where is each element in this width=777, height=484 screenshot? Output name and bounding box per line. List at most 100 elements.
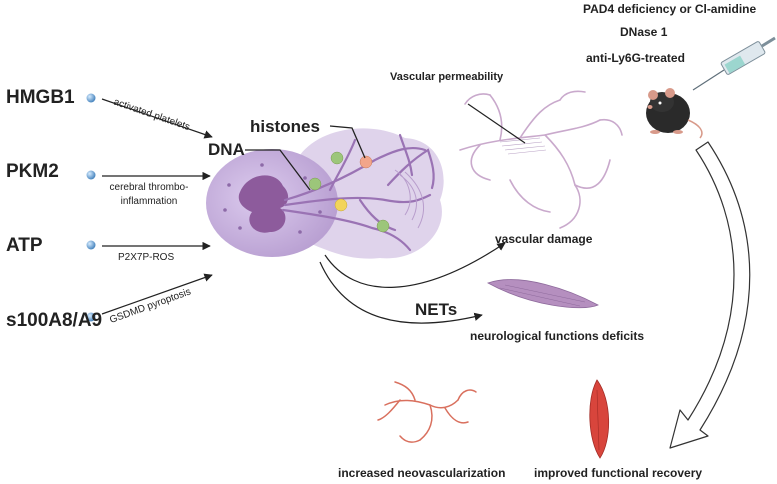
- striation: [499, 287, 581, 307]
- red-vessel-branch: [419, 404, 433, 441]
- vessel-branch: [574, 159, 611, 189]
- vessel-branch: [599, 118, 623, 136]
- mediator-dot-pkm2: [86, 170, 96, 180]
- mediator-label-hmgb1: HMGB1: [6, 87, 75, 108]
- vessel-branch: [470, 144, 491, 181]
- hatch: [507, 149, 547, 155]
- neovascularization-label: increased neovascularization: [338, 466, 506, 480]
- arrow-to-neuro-deficits: [319, 261, 483, 324]
- red-vessel-tree: [377, 381, 477, 443]
- mediator-dots: [86, 93, 96, 322]
- mouse-ear: [648, 90, 658, 100]
- red-vessel-branch: [399, 435, 421, 443]
- vessel-tree-permeability: [459, 90, 623, 229]
- granule: [303, 176, 307, 180]
- histones-label: histones: [250, 117, 320, 136]
- dna-fibers: [281, 133, 435, 252]
- striation: [504, 284, 586, 303]
- dna-fiber: [283, 193, 432, 207]
- red-vessel-branch: [457, 389, 477, 401]
- dna-fiber: [281, 208, 412, 252]
- granule: [223, 208, 227, 212]
- vessel-branch: [489, 94, 503, 141]
- mediator-dot-s100a8a9: [86, 312, 96, 322]
- mouse-ear: [665, 88, 675, 98]
- arrow-hmgb1: [101, 98, 213, 139]
- granules: [223, 163, 322, 234]
- mouse-foot: [650, 130, 660, 134]
- mouse-eye: [658, 101, 662, 105]
- treatment-label-anti-ly6g: anti-Ly6G-treated: [586, 51, 685, 65]
- syringe-barrel: [720, 41, 766, 75]
- dna-fiber: [328, 138, 357, 192]
- hatch: [504, 145, 546, 151]
- nucleus: [238, 175, 289, 233]
- vessel-branch: [509, 179, 551, 213]
- histone-beads: [308, 151, 390, 233]
- treatment-label-dnase: DNase 1: [620, 25, 668, 39]
- pathway-label-atp: P2X7P-ROS: [118, 252, 175, 263]
- dna-fiber: [358, 198, 397, 232]
- histone-bead: [330, 151, 344, 165]
- arrow-s100a8a9: [101, 273, 213, 315]
- dna-callout: [245, 149, 311, 191]
- leak-hatch: [499, 137, 547, 155]
- mouse-nose: [647, 105, 653, 109]
- vascular-damage-label: vascular damage: [495, 232, 593, 246]
- mediator-dot-hmgb1: [86, 93, 96, 103]
- net-fibril-tuft: [394, 169, 425, 229]
- neuro-deficits-label: neurological functions deficits: [470, 329, 645, 343]
- vessel-branch: [519, 99, 561, 139]
- dna-label: DNA: [208, 140, 245, 159]
- dna-fiber: [283, 146, 427, 202]
- red-vessel-branch: [444, 407, 469, 424]
- histone-bead-highlight: [359, 155, 373, 169]
- hatch: [501, 141, 543, 147]
- dna-fiber: [398, 133, 414, 177]
- muscle-striations: [499, 284, 586, 307]
- histones-callout: [329, 125, 366, 159]
- histone-bead: [308, 177, 322, 191]
- arrow-to-vascular-damage: [324, 242, 506, 288]
- vessel-branch: [559, 90, 586, 101]
- dna-fiber: [386, 148, 435, 190]
- syringe-needle: [692, 69, 725, 91]
- mediator-label-s100a8a9: s100A8/A9: [6, 310, 103, 331]
- granule: [298, 230, 302, 234]
- muscle-spindle: [487, 279, 599, 309]
- vessel-branch: [544, 134, 576, 186]
- treatment-label-pad4: PAD4 deficiency or Cl-amidine: [583, 2, 757, 16]
- red-muscle: [589, 379, 610, 459]
- nets-label: NETs: [415, 300, 458, 319]
- mouse-foot: [673, 130, 683, 134]
- effect-arrows: [319, 242, 506, 324]
- mouse-tail: [687, 119, 703, 139]
- mouse-icon: [646, 88, 703, 139]
- vessel-branch: [559, 184, 581, 229]
- pathway-label-pkm2: cerebral thrombo-inflammation: [109, 182, 189, 207]
- mediator-label-pkm2: PKM2: [6, 161, 59, 182]
- mediator-label-atp: ATP: [6, 235, 43, 256]
- granule: [227, 183, 231, 187]
- mediator-dot-atp: [86, 240, 96, 250]
- histone-bead-yellow: [334, 198, 348, 212]
- syringe-icon: [692, 36, 776, 91]
- treatment-to-recovery-arrow: [669, 141, 751, 449]
- vascular-permeability-label: Vascular permeability: [390, 71, 504, 83]
- granule: [260, 163, 264, 167]
- granule: [318, 210, 322, 214]
- syringe-plunger: [761, 36, 776, 48]
- net-cell: [206, 128, 444, 259]
- syringe-fluid: [724, 55, 746, 74]
- permeability-callout: [467, 103, 526, 144]
- red-vessel-branch: [394, 381, 416, 401]
- mediator-arrows: [101, 98, 213, 315]
- granule: [238, 226, 242, 230]
- histone-bead: [376, 219, 390, 233]
- recovery-label: improved functional recovery: [534, 466, 703, 480]
- vessel-branch: [464, 93, 491, 105]
- red-vessel-branch: [377, 399, 401, 421]
- red-muscle-striation: [596, 389, 600, 451]
